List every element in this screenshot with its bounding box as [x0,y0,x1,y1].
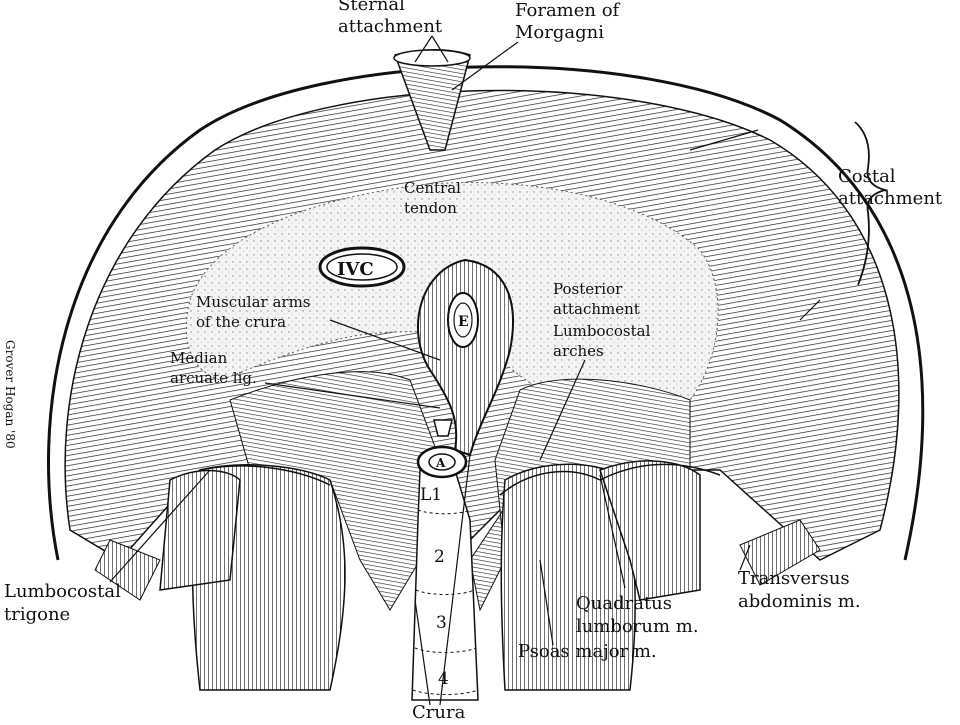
right-crus-region [469,378,691,612]
posterior-attachment-label-1: Posterior [553,280,623,298]
transversus-label-1: Transversus [738,568,850,589]
central-tendon-label-1: Central [404,179,461,197]
leader-lines [109,35,821,706]
sternal-attachment-label-1: Sternal [338,0,405,15]
lumbocostal-arches-label-2: arches [553,342,604,360]
aorta-opening [428,453,456,471]
ivc-label: IVC [337,259,374,280]
left-transversus [94,539,161,601]
costal-margin [46,65,925,561]
vertebra-3-label: 3 [436,613,447,633]
right-transversus [739,519,821,586]
esophagus-label: E [458,314,469,330]
thoracic-duct [433,419,453,437]
psoas-label: Psoas major m. [518,641,657,662]
left-quadratus [159,469,241,591]
artist-signature: Grover Hogan '80 [3,340,17,449]
lumbocostal-trigone-label-1: Lumbocostal [4,581,121,602]
costal-attachment-label-2: attachment [838,188,943,209]
quadratus-label-1: Quadratus [576,593,672,614]
crura-label: Crura [412,702,466,720]
central-tendon-label-2: tendon [404,199,457,217]
lumbocostal-trigone-label-2: trigone [4,604,70,625]
vertebra-2-label: 2 [434,547,445,567]
aorta-label: A [435,456,446,470]
sternal-attachment-label-2: attachment [338,16,443,37]
transversus-label-2: abdominis m. [738,591,861,612]
right-psoas [500,463,636,691]
costal-attachment-label-1: Costal [838,166,896,187]
vertebra-l1-label: L1 [420,485,442,505]
median-arcuate-label-1: Median [170,349,228,367]
foramen-morgagni-label-1: Foramen of [515,0,621,21]
medial-arcuate-left [199,465,331,486]
vertebra-4-label: 4 [438,669,449,689]
medial-arcuate-right [499,470,601,496]
muscular-arms-label-2: of the crura [196,313,286,331]
quadratus-label-2: lumborum m. [576,616,699,637]
lateral-arcuate-right [599,463,721,481]
median-arcuate-label-2: arcuate lig. [170,369,257,387]
costal-bracket [854,121,889,286]
left-crus-region [229,371,441,611]
lumbocostal-arches-label-1: Lumbocostal [553,322,651,340]
foramen-morgagni-label-2: Morgagni [515,22,604,43]
sternum-edge [393,49,471,67]
muscular-arms-label-1: Muscular arms [196,293,311,311]
posterior-attachment-label-2: attachment [553,300,640,318]
